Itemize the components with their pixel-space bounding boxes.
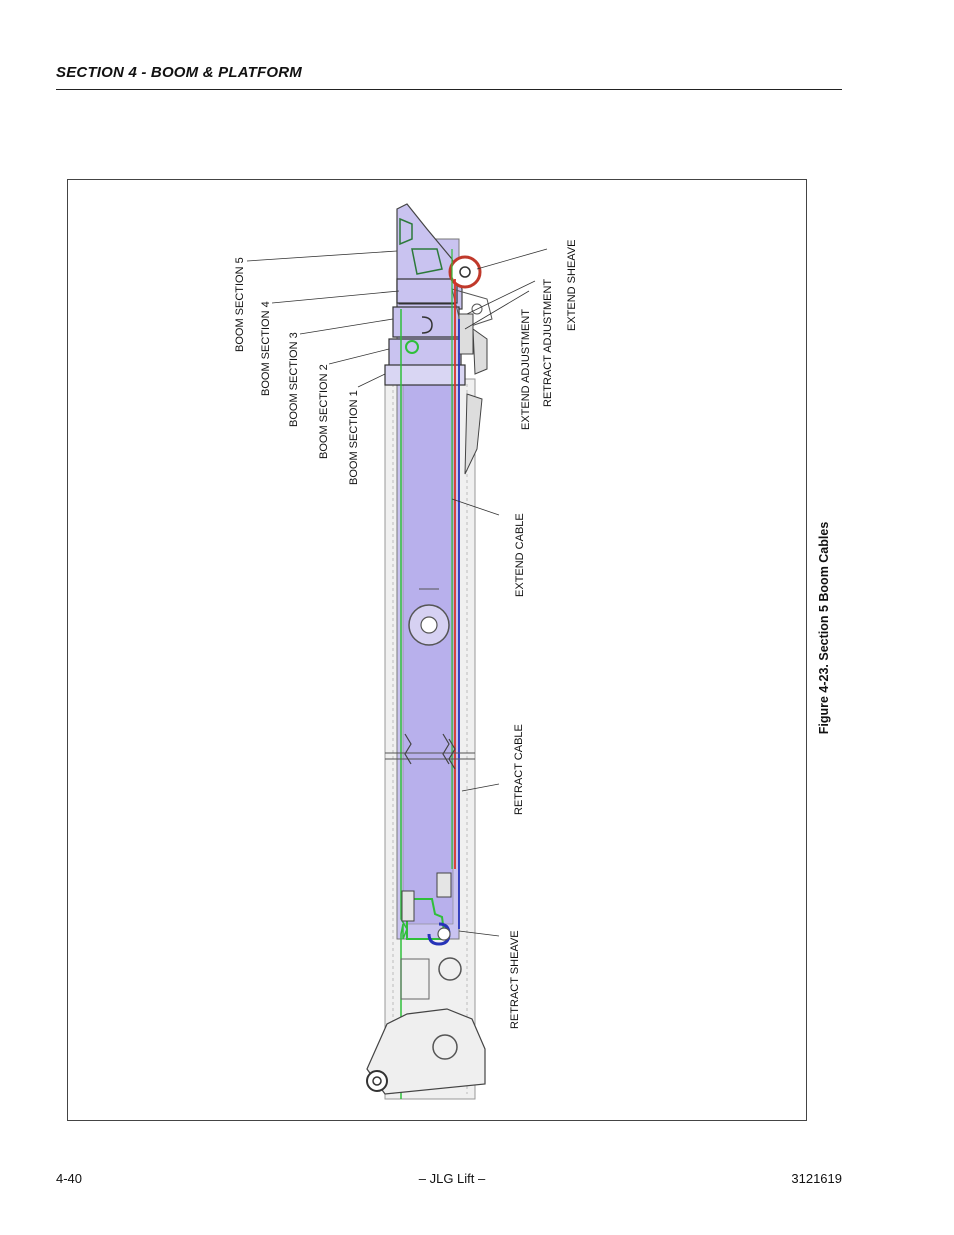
mid-cylinder-sheave xyxy=(408,588,450,646)
label-extend-sheave: EXTEND SHEAVE xyxy=(566,240,578,332)
label-boom-section-1: BOOM SECTION 1 xyxy=(348,390,360,485)
retract-sheave xyxy=(401,872,452,946)
label-retract-cable: RETRACT CABLE xyxy=(513,724,525,815)
header-rule xyxy=(56,89,842,90)
label-retract-sheave: RETRACT SHEAVE xyxy=(509,930,521,1029)
label-boom-section-4: BOOM SECTION 4 xyxy=(260,301,272,396)
figure-caption: Figure 4-23. Section 5 Boom Cables xyxy=(817,521,831,735)
section-outline xyxy=(400,309,408,1099)
doc-number: 3121619 xyxy=(791,1171,842,1186)
section-title: SECTION 4 - BOOM & PLATFORM xyxy=(56,64,302,81)
footer-center-text: – JLG Lift – xyxy=(418,1171,486,1186)
leader-lines xyxy=(246,248,548,937)
label-extend-adjustment: EXTEND ADJUSTMENT xyxy=(520,309,532,430)
break-lines xyxy=(385,733,475,770)
label-retract-adjustment: RETRACT ADJUSTMENT xyxy=(542,279,554,407)
adjustment-brackets xyxy=(458,313,488,475)
label-boom-section-3: BOOM SECTION 3 xyxy=(288,332,300,427)
label-extend-cable: EXTEND CABLE xyxy=(514,513,526,597)
figure-frame xyxy=(67,179,807,1121)
boom-cables-diagram: BOOM SECTION 5 BOOM SECTION 4 BOOM SECTI… xyxy=(234,203,578,1100)
boom-base-pivot xyxy=(366,957,486,1095)
label-boom-section-5: BOOM SECTION 5 xyxy=(234,257,246,352)
label-boom-section-2: BOOM SECTION 2 xyxy=(318,364,330,459)
page-number: 4-40 xyxy=(56,1171,83,1186)
